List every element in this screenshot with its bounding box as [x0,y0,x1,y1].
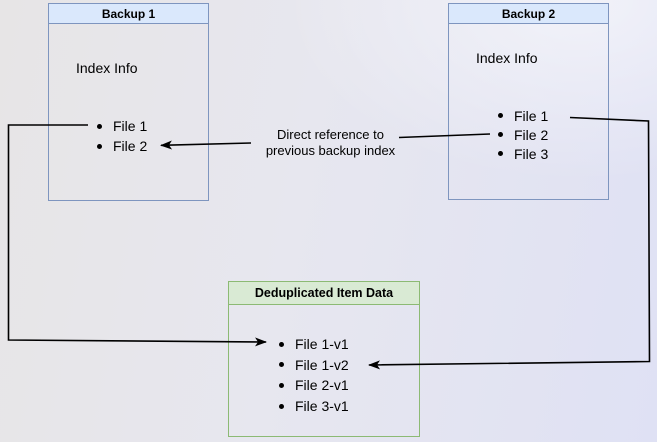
item-label: File 3 [514,145,549,162]
backup1-subtitle: Index Info [76,60,138,76]
backup1-title: Backup 1 [101,6,156,21]
bullet-icon [97,123,102,129]
bullet-icon [279,403,284,409]
bullet-icon [279,341,284,347]
item-label: File 1-v2 [295,356,349,373]
item-label: File 2-v1 [295,377,349,394]
list-item: File 1 [97,116,147,136]
dedup-header: Deduplicated Item Data [229,282,419,305]
bullet-icon [498,113,503,118]
item-label: File 1 [113,118,148,134]
bullet-icon [97,143,102,149]
list-item: File 2 [97,136,147,156]
item-label: File 1-v1 [295,336,349,353]
edge-label: Direct reference to previous backup inde… [243,127,418,158]
dedup-title: Deduplicated Item Data [254,286,394,300]
edge-label-line2: previous backup index [265,142,396,158]
list-item: File 1 [498,106,548,125]
item-label: File 2 [113,138,148,154]
list-item: File 1-v1 [279,334,349,355]
deduplicated-item-data-box: Deduplicated Item Data File 1-v1 File 1-… [228,281,420,437]
backup1-header: Backup 1 [49,4,208,24]
list-item: File 3 [498,144,548,163]
list-item: File 3-v1 [279,396,349,417]
bullet-icon [498,151,503,156]
backup2-subtitle: Index Info [476,50,538,66]
list-item: File 2 [498,125,548,144]
backup2-file-list: File 1 File 2 File 3 [498,106,548,163]
edge-label-line1: Direct reference to [277,127,384,142]
bullet-icon [279,382,284,388]
item-label: File 3-v1 [295,398,349,415]
item-label: File 1 [514,107,549,124]
backup1-file-list: File 1 File 2 [97,116,147,156]
backup2-box: Backup 2 Index Info File 1 File 2 File 3 [448,3,609,200]
dedup-file-list: File 1-v1 File 1-v2 File 2-v1 File 3-v1 [279,334,349,416]
item-label: File 2 [514,126,549,143]
backup2-header: Backup 2 [449,4,608,24]
bullet-icon [279,362,284,368]
bullet-icon [498,132,503,137]
list-item: File 1-v2 [279,355,349,376]
backup1-box: Backup 1 Index Info File 1 File 2 [48,3,209,201]
list-item: File 2-v1 [279,375,349,396]
backup2-title: Backup 2 [501,6,556,21]
